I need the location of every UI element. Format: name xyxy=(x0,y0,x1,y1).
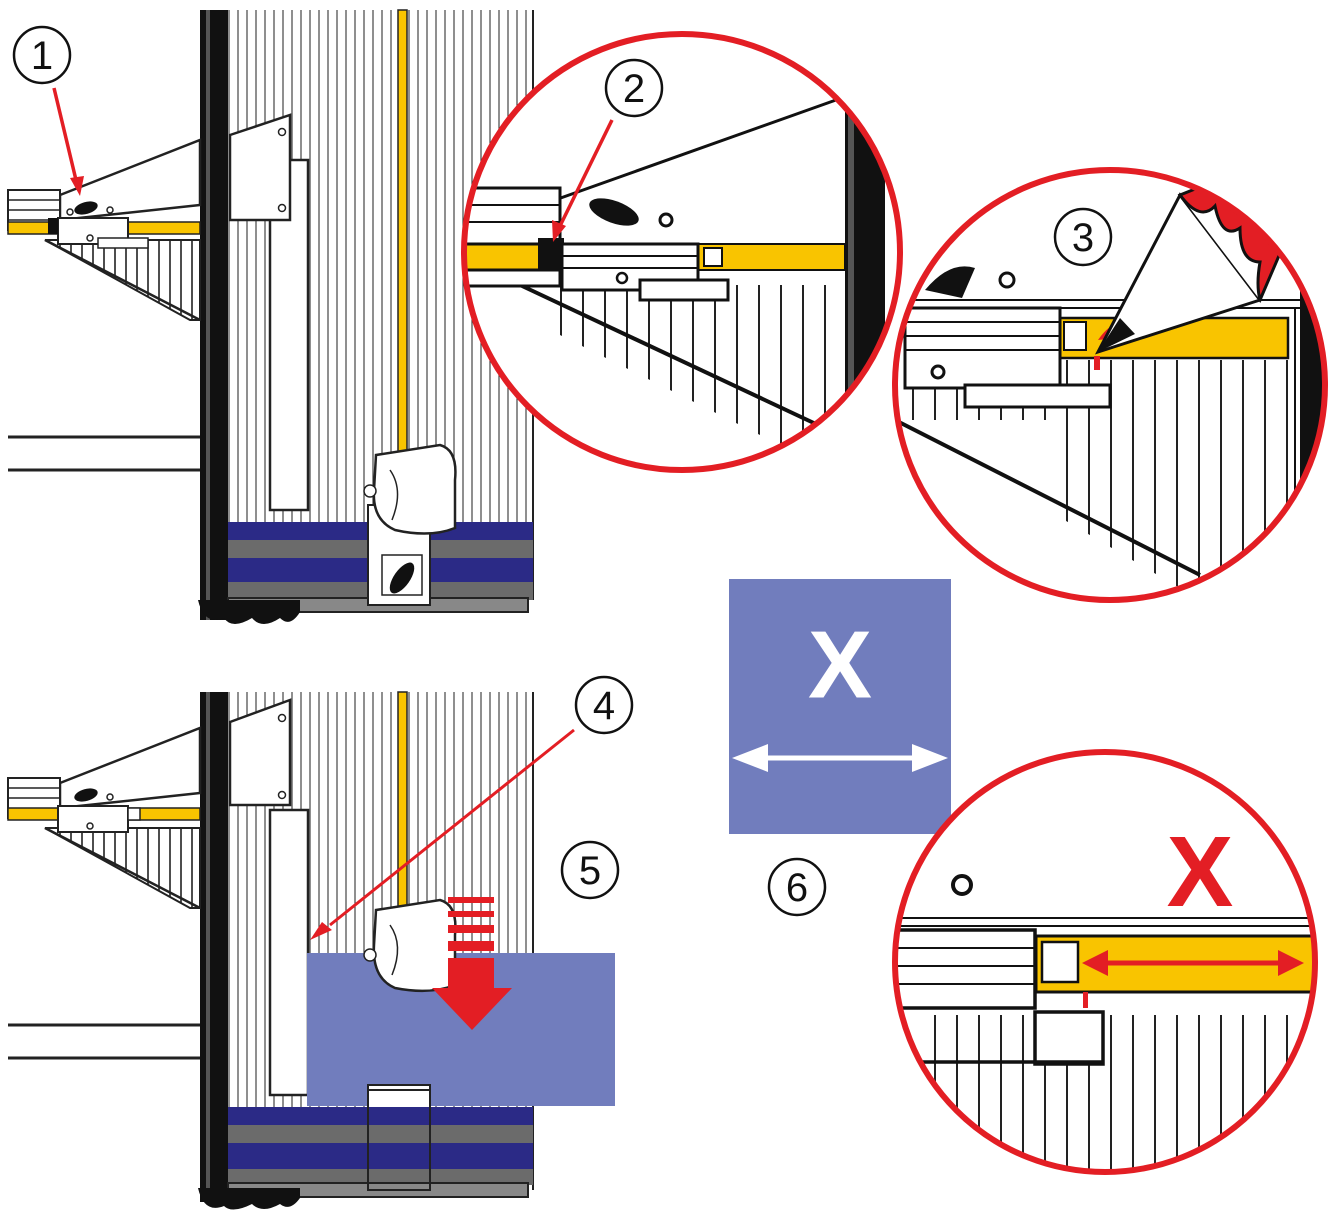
step-6-circle xyxy=(767,857,827,917)
step-4: 4 xyxy=(310,675,634,940)
step-4-arrow xyxy=(310,922,332,940)
step-6-label: 6 xyxy=(786,866,808,910)
zoom-detail-6: X xyxy=(892,749,1318,1175)
wall-bracket xyxy=(228,113,292,222)
step-3-label: 3 xyxy=(1072,216,1094,260)
measure-panel: X xyxy=(729,579,951,834)
step-3-circle xyxy=(1053,207,1113,267)
step-4-circle xyxy=(574,675,634,735)
zoom-circle-6 xyxy=(892,749,1318,1175)
zoom-circle-2 xyxy=(461,31,903,473)
step-6: 6 xyxy=(767,857,827,917)
motor-unit xyxy=(372,443,457,535)
step-2-circle xyxy=(604,58,664,118)
step-5-label: 5 xyxy=(579,849,601,893)
main-post xyxy=(200,10,228,620)
arrow-left-icon xyxy=(732,744,768,772)
step-4-label: 4 xyxy=(593,684,615,728)
step-2-label: 2 xyxy=(623,67,645,111)
blue-measure-panel xyxy=(729,579,951,834)
zoom-detail-3: 3 xyxy=(892,167,1328,603)
arrow-right-icon xyxy=(912,744,948,772)
top-assembly xyxy=(7,9,534,624)
bottom-assembly xyxy=(7,691,615,1210)
step-1-arrow xyxy=(70,176,84,196)
result-x-label: X xyxy=(1167,816,1234,928)
step-5-circle xyxy=(560,840,620,900)
down-arrow xyxy=(432,988,512,1030)
step-1: 1 xyxy=(12,25,84,196)
step-1-label: 1 xyxy=(31,34,53,78)
step-2-arrow xyxy=(552,220,566,242)
step-1-circle xyxy=(12,25,72,85)
measure-x-label: X xyxy=(808,612,872,719)
zoom-circle-3 xyxy=(892,167,1328,603)
step-5: 5 xyxy=(560,840,620,900)
zoom-detail-2: 2 xyxy=(461,31,903,473)
